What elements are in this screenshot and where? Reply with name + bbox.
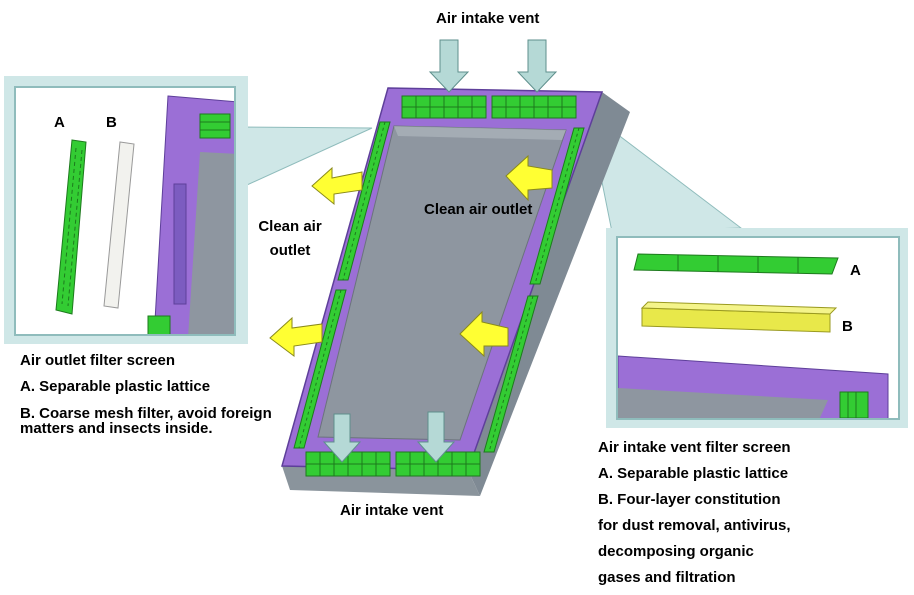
clean-air-outlet-left-line1: Clean air bbox=[258, 218, 322, 235]
right-caption-line-b1: B. Four-layer constitution bbox=[598, 491, 781, 508]
outlet-arrow-left-lower bbox=[269, 316, 323, 357]
left-inset-label-a: A bbox=[54, 114, 65, 131]
outlet-grille-left-lower bbox=[293, 289, 347, 449]
intake-grille-top-left bbox=[401, 95, 487, 119]
outlet-lattice-a bbox=[55, 139, 87, 315]
outlet-grille-left-upper bbox=[337, 121, 391, 281]
right-inset-label-b: B bbox=[842, 318, 853, 335]
clean-air-outlet-center-label: Clean air outlet bbox=[424, 201, 533, 218]
outlet-arrow-center-upper bbox=[505, 154, 553, 202]
intake-arrow-top-left bbox=[428, 39, 470, 93]
intake-lattice-a bbox=[633, 253, 839, 275]
device-panel-rim bbox=[394, 126, 566, 140]
right-caption-line-b4: gases and filtration bbox=[598, 569, 736, 586]
left-caption-line-a: A. Separable plastic lattice bbox=[20, 378, 211, 395]
bottom-intake-label: Air intake vent bbox=[340, 502, 444, 519]
right-caption-line-b2: for dust removal, antivirus, bbox=[598, 517, 791, 534]
outlet-mesh-b bbox=[103, 141, 135, 309]
right-caption-line-a: A. Separable plastic lattice bbox=[598, 465, 789, 482]
top-intake-label: Air intake vent bbox=[436, 10, 540, 27]
outlet-grille-right-lower bbox=[483, 295, 539, 453]
left-caption-title: Air outlet filter screen bbox=[20, 352, 176, 369]
outlet-arrow-left-upper bbox=[311, 166, 363, 206]
right-inset: A B bbox=[616, 236, 900, 420]
right-caption-line-b3: decomposing organic bbox=[598, 543, 754, 560]
right-caption-title: Air intake vent filter screen bbox=[598, 439, 791, 456]
left-inset-label-b: B bbox=[106, 114, 117, 131]
intake-arrow-bottom-left bbox=[322, 413, 362, 463]
outlet-grille-right-upper bbox=[529, 127, 585, 285]
intake-arrow-bottom-right bbox=[416, 411, 456, 463]
right-inset-drawing bbox=[618, 253, 889, 418]
intake-grille-top-right bbox=[491, 95, 577, 119]
intake-arrow-top-right bbox=[516, 39, 558, 93]
left-inset: A B bbox=[14, 86, 236, 336]
left-caption-line-b2: matters and insects inside. bbox=[20, 420, 213, 437]
left-caption-line-b1: B. Coarse mesh filter, avoid foreign bbox=[20, 405, 272, 422]
right-inset-label-a: A bbox=[850, 262, 861, 279]
left-inset-drawing bbox=[55, 95, 234, 334]
clean-air-outlet-left-line2: outlet bbox=[269, 242, 311, 259]
outlet-arrow-center-lower bbox=[459, 310, 509, 358]
